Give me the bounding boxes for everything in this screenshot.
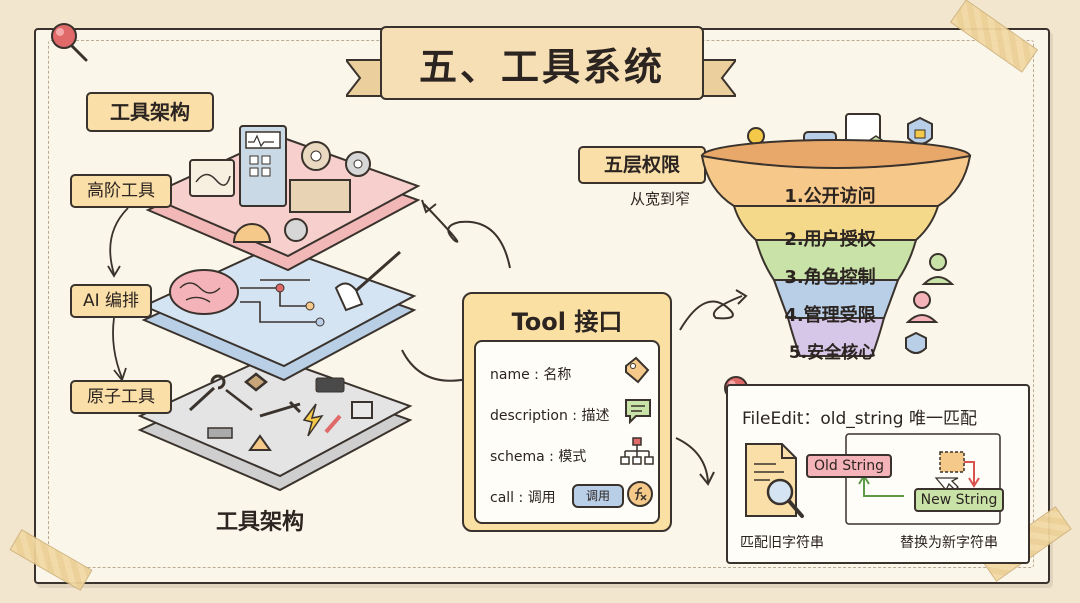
file-edit-title: FileEdit：old_string 唯一匹配 <box>742 409 977 429</box>
architecture-stack <box>137 125 421 492</box>
permissions-heading: 五层权限 <box>578 146 706 184</box>
tool-interface-card: Tool 接口 name : 名称 description : 描述 schem… <box>462 292 672 532</box>
call-button[interactable]: 调用 <box>572 484 624 508</box>
tag-icon <box>625 356 650 384</box>
new-string-chip: New String <box>914 488 1004 512</box>
permission-level-5: 5.安全核心 <box>788 343 876 363</box>
tool-interface-fields: name : 名称 description : 描述 schema : 模式 c… <box>474 340 660 524</box>
layer-label-high: 高阶工具 <box>70 174 172 208</box>
tree-diagram-icon <box>620 437 654 465</box>
function-icon <box>627 481 653 507</box>
tool-field-description: description : 描述 <box>490 408 610 424</box>
tool-field-call: call : 调用 <box>490 490 556 506</box>
title-ribbon-tails <box>346 59 736 97</box>
replace-flow-frame <box>845 433 1001 525</box>
file-edit-card: FileEdit：old_string 唯一匹配 Old String New … <box>726 384 1030 564</box>
page-title: 五、工具系统 <box>380 26 704 100</box>
old-string-chip: Old String <box>806 454 892 478</box>
permission-level-1: 1.公开访问 <box>784 186 876 207</box>
file-edit-caption-right: 替换为新字符串 <box>900 535 998 551</box>
architecture-caption: 工具架构 <box>216 510 305 535</box>
layer-label-ai: AI 编排 <box>70 284 152 318</box>
layer-flow-arrows <box>107 207 129 382</box>
architecture-heading: 工具架构 <box>86 92 214 132</box>
layer-label-atomic: 原子工具 <box>70 380 172 414</box>
tool-interface-title: Tool 接口 <box>511 308 623 336</box>
permissions-subheading: 从宽到窄 <box>630 190 691 208</box>
permission-funnel <box>700 113 972 357</box>
pushpin-icon <box>51 23 88 62</box>
permission-level-4: 4.管理受限 <box>784 305 876 326</box>
file-search-icon <box>745 443 804 518</box>
permission-level-3: 3.角色控制 <box>784 267 876 288</box>
tool-field-schema: schema : 模式 <box>490 449 587 465</box>
tool-field-name: name : 名称 <box>490 367 572 383</box>
speech-bubble-icon <box>625 399 651 425</box>
file-edit-caption-left: 匹配旧字符串 <box>740 535 824 551</box>
permission-level-2: 2.用户授权 <box>784 229 876 250</box>
